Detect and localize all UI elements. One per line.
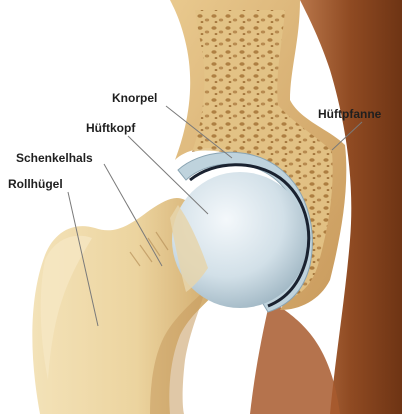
label-schenkelhals: Schenkelhals (16, 151, 93, 165)
label-hueftpfanne: Hüftpfanne (318, 107, 382, 121)
label-knorpel: Knorpel (112, 91, 157, 105)
label-hueftkopf: Hüftkopf (86, 121, 136, 135)
muscle-tissue-lower (250, 300, 340, 414)
label-rollhuegel: Rollhügel (8, 177, 63, 191)
